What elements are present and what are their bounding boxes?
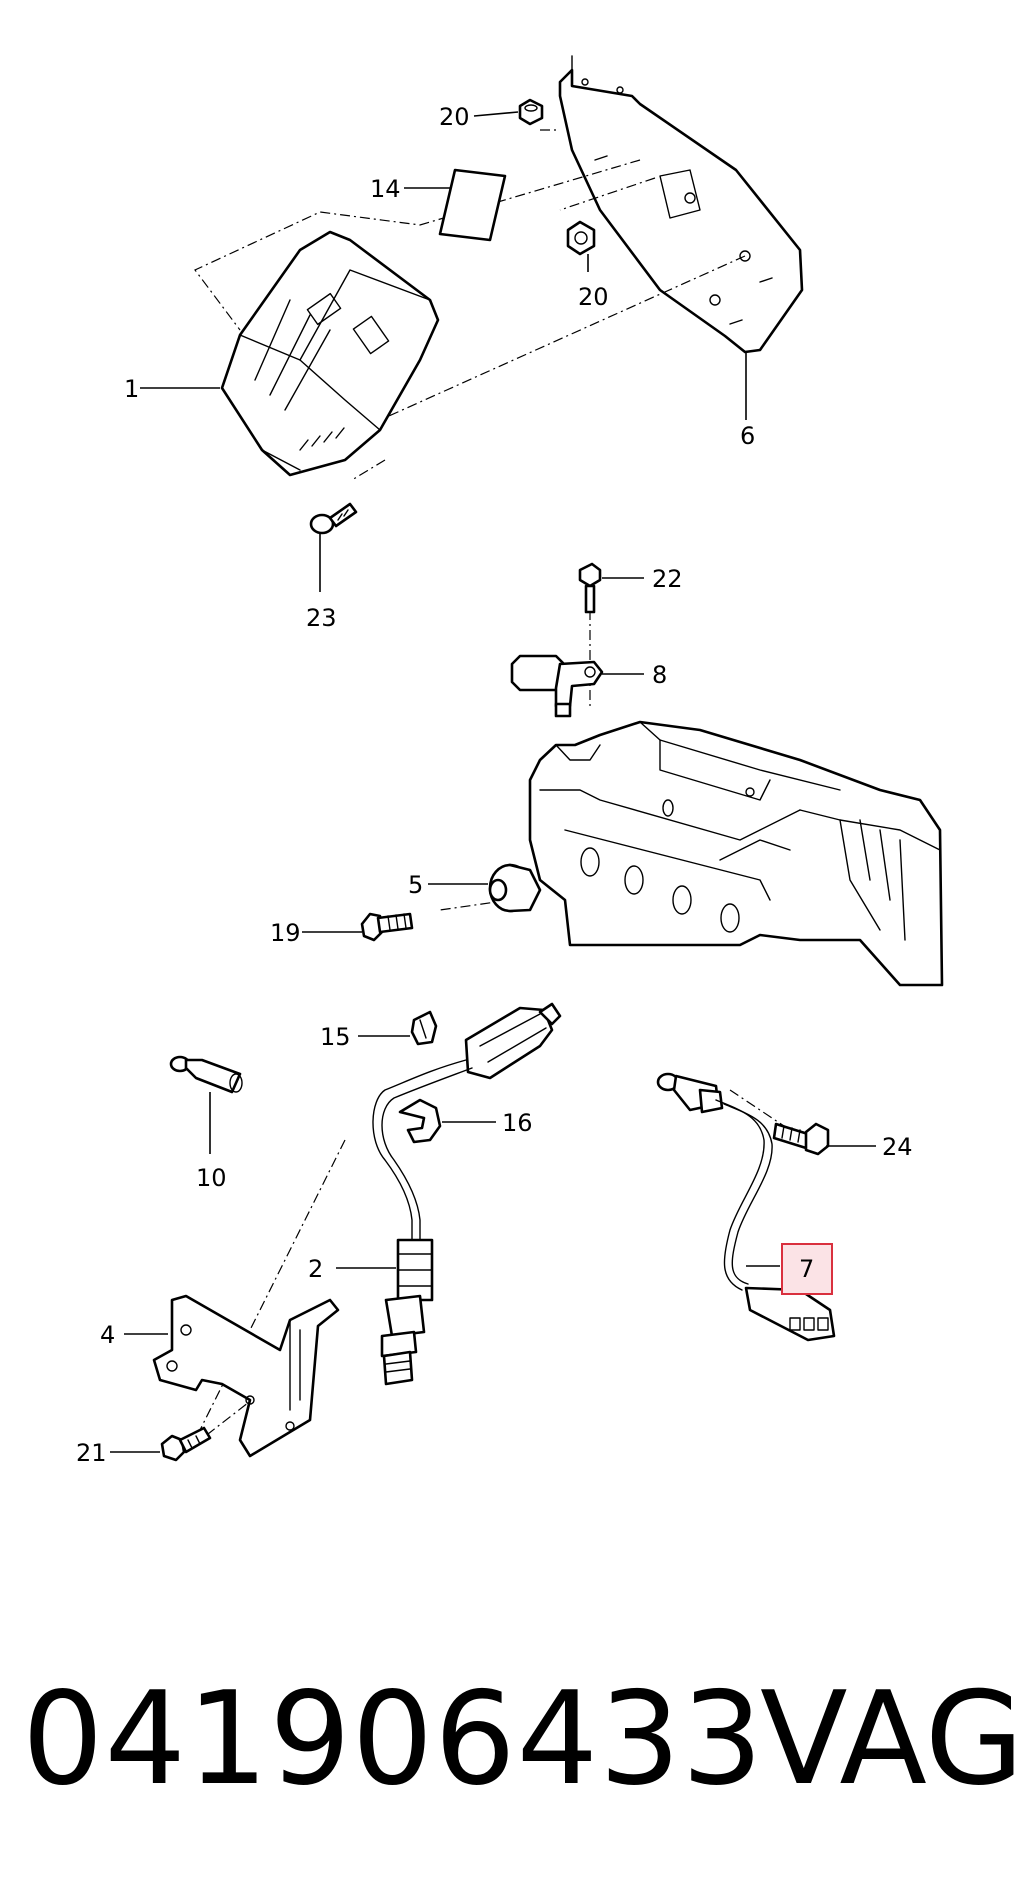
knock-sensor-part-5 xyxy=(488,863,542,913)
callout-24: 24 xyxy=(882,1133,913,1161)
callout-23: 23 xyxy=(306,604,337,632)
part-number: 041906433 xyxy=(22,1665,764,1814)
clip-part-16 xyxy=(398,1098,442,1144)
bracket-part-4 xyxy=(152,1294,340,1458)
nut-part-20-top xyxy=(518,98,544,126)
footer: 041906433 VAG xyxy=(0,1660,1034,1820)
speed-sensor-part-7 xyxy=(656,1072,836,1342)
callout-7: 7 xyxy=(799,1255,814,1283)
callout-15: 15 xyxy=(320,1023,351,1051)
engine-control-unit-part-1 xyxy=(220,230,440,477)
callout-10: 10 xyxy=(196,1164,227,1192)
callout-16: 16 xyxy=(502,1109,533,1137)
label-part-14 xyxy=(438,168,507,242)
camshaft-sensor-part-8 xyxy=(510,654,604,718)
bolt-part-19 xyxy=(360,912,414,942)
engine-cylinder-head xyxy=(528,720,944,987)
ecu-bracket-part-6 xyxy=(558,55,804,354)
callout-22: 22 xyxy=(652,565,683,593)
callout-labels: 20 14 20 1 6 23 22 8 5 19 15 16 10 24 7 … xyxy=(76,103,913,1467)
bolt-part-24 xyxy=(772,1122,830,1156)
callout-21: 21 xyxy=(76,1439,107,1467)
nut-part-20-middle xyxy=(566,220,596,256)
callout-8: 8 xyxy=(652,661,667,689)
highlight-box-7 xyxy=(781,1243,833,1295)
assembly-lines xyxy=(189,129,791,1449)
brand-name: VAG xyxy=(760,1665,1024,1814)
callout-20-middle: 20 xyxy=(578,283,609,311)
callout-2: 2 xyxy=(308,1255,323,1283)
callout-1: 1 xyxy=(124,375,139,403)
callout-6: 6 xyxy=(740,422,755,450)
screw-part-21 xyxy=(160,1426,212,1462)
callout-14: 14 xyxy=(370,175,401,203)
callout-20-top: 20 xyxy=(439,103,470,131)
callout-5: 5 xyxy=(408,871,423,899)
callout-19: 19 xyxy=(270,919,301,947)
clip-part-15 xyxy=(410,1010,438,1046)
bolt-part-22 xyxy=(578,562,602,614)
lambda-probe-part-2 xyxy=(372,1002,562,1386)
leader-lines xyxy=(110,111,876,1453)
pin-part-10 xyxy=(169,1055,243,1094)
screw-part-23 xyxy=(309,502,358,535)
callout-4: 4 xyxy=(100,1321,115,1349)
